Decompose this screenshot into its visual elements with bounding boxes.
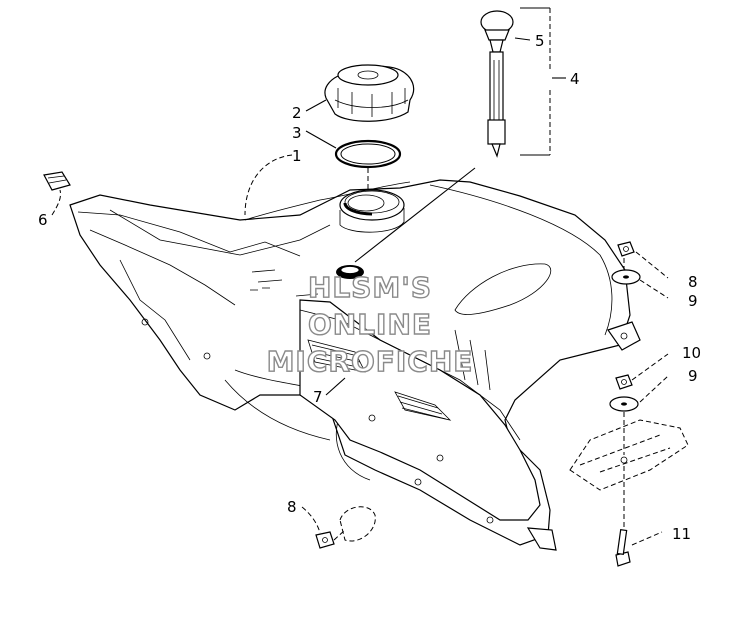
filler-neck: [339, 189, 405, 233]
watermark: HLSM'S ONLINE MICROFICHE: [266, 270, 474, 378]
nut-bottom: [315, 531, 335, 549]
callout-10: 10: [682, 344, 701, 362]
callout-4: 4: [570, 70, 580, 88]
callout-6: 6: [38, 211, 48, 229]
phantom-washer: [339, 506, 376, 542]
leader-lines: [51, 7, 669, 546]
callout-2: 2: [292, 104, 302, 122]
callout-5: 5: [535, 32, 545, 50]
nut-upper: [617, 241, 635, 257]
watermark-line-3: MICROFICHE: [267, 345, 474, 378]
callout-3: 3: [292, 124, 302, 142]
callout-8-upper: 8: [688, 273, 698, 291]
callout-labels: 1 2 3 4 5 6 7 8 8 9 9 10 11: [38, 32, 701, 543]
fuel-cap: [324, 64, 415, 122]
mount-bracket-phantom: [569, 419, 689, 491]
nut-lower: [615, 374, 633, 390]
callout-8-lower: 8: [287, 498, 297, 516]
bolt: [615, 529, 631, 567]
cap-gasket: [334, 139, 402, 169]
fuel-tank: [69, 179, 641, 551]
callout-9-upper: 9: [688, 292, 698, 310]
callout-11: 11: [672, 525, 691, 543]
callout-7: 7: [313, 388, 323, 406]
watermark-line-1: HLSM'S: [308, 271, 432, 304]
callout-1: 1: [292, 147, 302, 165]
fuel-gauge-sender: [480, 10, 514, 158]
watermark-line-2: ONLINE: [308, 308, 432, 341]
callout-9-lower: 9: [688, 367, 698, 385]
retainer-clip: [43, 171, 71, 191]
